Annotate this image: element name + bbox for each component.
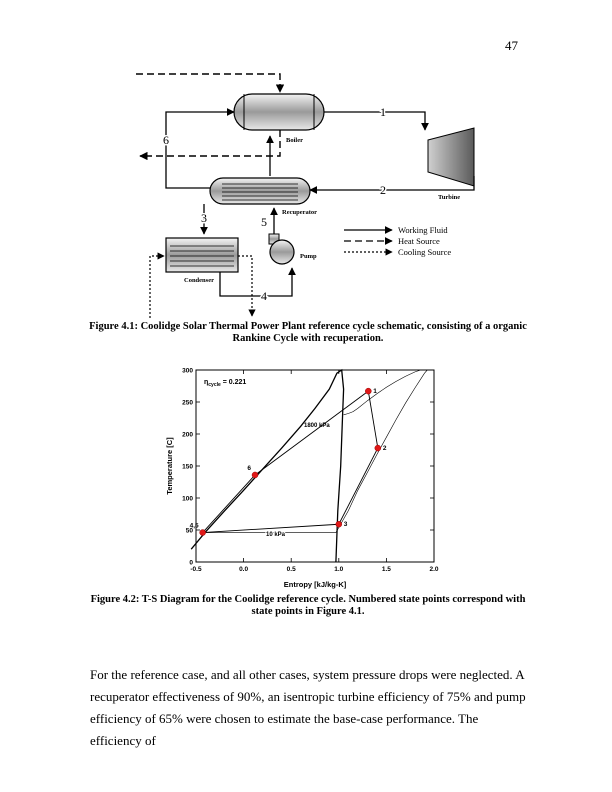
state-point bbox=[251, 471, 259, 479]
state-point-label: 3 bbox=[344, 521, 348, 528]
heat-source-line bbox=[136, 73, 285, 93]
turbine bbox=[427, 127, 475, 187]
recuperator bbox=[209, 177, 311, 205]
line-state-1 bbox=[324, 111, 429, 131]
state-2-label: 2 bbox=[380, 183, 386, 197]
eta-subscript: cycle bbox=[208, 382, 221, 388]
recuperator-label: Recuperator bbox=[282, 209, 317, 216]
eta-symbol: η bbox=[204, 379, 208, 386]
ts-diagram: -0.5 0.0 0.5 1.0 1.5 2.0 0 50 100 150 200 250 300 1 2… bbox=[165, 368, 439, 590]
state-point bbox=[365, 387, 372, 395]
y-tick-label: 200 bbox=[182, 432, 193, 439]
x-tick-label: -0.5 bbox=[190, 566, 202, 573]
condenser-label: Condenser bbox=[184, 277, 214, 284]
y-tick-label: 150 bbox=[182, 464, 193, 471]
cycle-segment bbox=[338, 447, 379, 525]
x-tick-label: 1.5 bbox=[382, 566, 391, 573]
legend-working-fluid: Working Fluid bbox=[398, 225, 448, 235]
line-state-4 bbox=[219, 267, 296, 297]
boiler-label: Boiler bbox=[286, 137, 303, 144]
cooling-source-return bbox=[238, 255, 256, 317]
efficiency-annotation: ηcycle = 0.221 bbox=[204, 379, 246, 388]
isobar-line bbox=[202, 369, 428, 533]
page-number: 47 bbox=[505, 38, 518, 53]
condenser bbox=[165, 237, 239, 273]
cycle-segment bbox=[367, 391, 379, 449]
y-tick-label: 0 bbox=[189, 560, 193, 567]
state-5-label: 5 bbox=[261, 215, 267, 229]
cooling-source-line bbox=[149, 252, 165, 318]
state-point-label: 4,5 bbox=[190, 523, 199, 530]
saturation-dome bbox=[190, 368, 345, 563]
y-tick-label: 50 bbox=[186, 528, 194, 535]
y-tick-label: 250 bbox=[182, 400, 193, 407]
cycle-segment bbox=[202, 523, 339, 534]
y-axis-label: Temperature [C] bbox=[165, 437, 174, 495]
state-3-label: 3 bbox=[201, 211, 207, 225]
cycle-schematic: Boiler 1 Turbine 2 Recuperator 6 3 Conde… bbox=[136, 73, 475, 318]
pump bbox=[268, 233, 295, 265]
legend-cooling-source: Cooling Source bbox=[398, 247, 451, 257]
line-state-6-loop bbox=[165, 108, 235, 178]
body-paragraph: For the reference case, and all other ca… bbox=[90, 667, 526, 748]
x-axis-label: Entropy [kJ/kg-K] bbox=[284, 580, 347, 589]
state-point bbox=[199, 529, 206, 536]
x-tick-label: 1.0 bbox=[334, 566, 343, 573]
figure-4-1-caption: Figure 4.1: Coolidge Solar Thermal Power… bbox=[89, 321, 527, 344]
cycle-segment bbox=[202, 474, 256, 533]
state-point bbox=[335, 520, 343, 528]
state-point-label: 1 bbox=[373, 388, 377, 395]
schematic-legend: Working Fluid Heat Source Cooling Source bbox=[344, 225, 451, 257]
low-pressure-label: 10 kPa bbox=[266, 532, 286, 538]
state-point bbox=[374, 444, 382, 452]
boiler bbox=[233, 93, 325, 131]
figure-4-2-caption: Figure 4.2: T-S Diagram for the Coolidge… bbox=[90, 594, 526, 617]
state-1-label: 1 bbox=[380, 105, 386, 119]
line-state-2 bbox=[309, 176, 475, 194]
y-tick-label: 300 bbox=[182, 368, 193, 375]
x-tick-label: 2.0 bbox=[429, 566, 438, 573]
line-recup-to-6 bbox=[165, 178, 210, 189]
plot-area bbox=[195, 369, 435, 563]
state-6-label: 6 bbox=[163, 133, 169, 147]
state-4-label: 4 bbox=[261, 289, 267, 303]
high-pressure-label: 1800 kPa bbox=[304, 423, 330, 429]
state-point-label: 6 bbox=[247, 465, 251, 472]
eta-value: = 0.221 bbox=[221, 379, 247, 386]
x-tick-label: 0.0 bbox=[239, 566, 248, 573]
state-point-label: 2 bbox=[383, 445, 387, 452]
turbine-label: Turbine bbox=[438, 194, 460, 201]
x-tick-label: 0.5 bbox=[287, 566, 296, 573]
pump-label: Pump bbox=[300, 253, 317, 260]
isobar-line bbox=[343, 369, 421, 416]
heat-source-return bbox=[139, 130, 281, 161]
legend-heat-source: Heat Source bbox=[398, 236, 440, 246]
y-tick-label: 100 bbox=[182, 496, 193, 503]
cycle-segment bbox=[254, 390, 369, 476]
